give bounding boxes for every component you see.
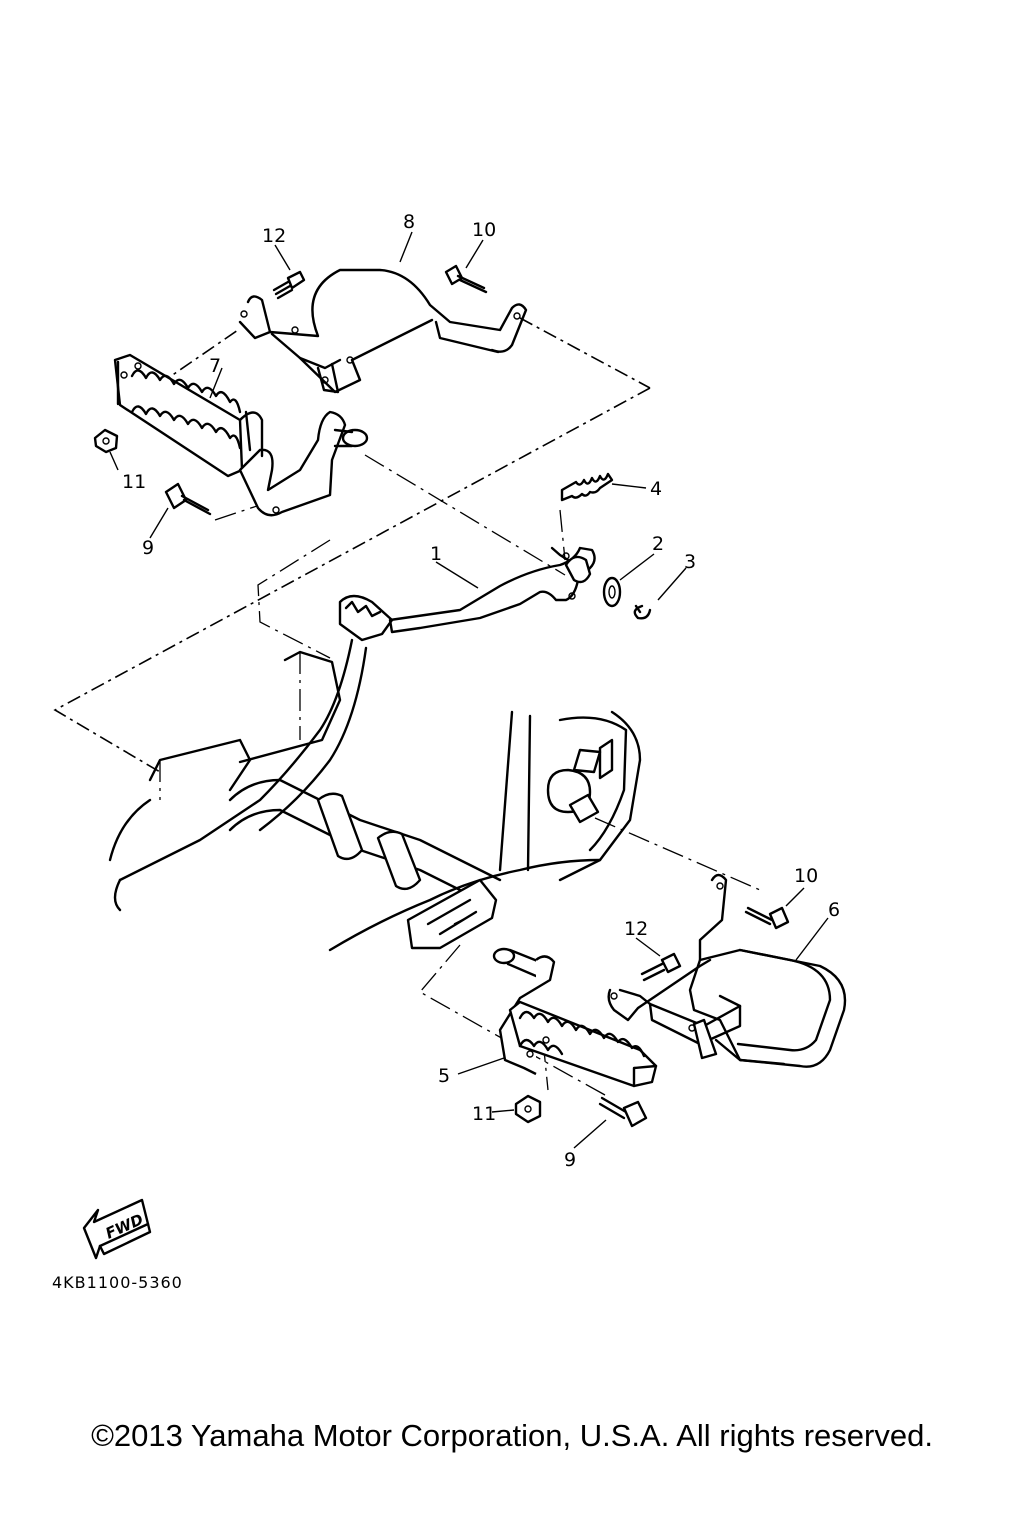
bolt-12-upper (272, 270, 306, 300)
callout-12-lower: 12 (624, 918, 648, 940)
callout-10-upper: 10 (472, 219, 496, 241)
callout-9-lower: 9 (564, 1149, 576, 1171)
callout-4: 4 (650, 478, 662, 500)
circlip-part (633, 604, 652, 620)
callout-9-upper: 9 (142, 537, 154, 559)
bolt-9-lower (598, 1096, 648, 1128)
footpeg-mount-left (238, 410, 369, 517)
callout-5: 5 (438, 1065, 450, 1087)
copyright-notice: ©2013 Yamaha Motor Corporation, U.S.A. A… (91, 1418, 933, 1453)
footpeg-lower (492, 947, 658, 1088)
callout-10-lower: 10 (794, 865, 818, 887)
callout-7: 7 (209, 355, 221, 377)
callout-6: 6 (828, 899, 840, 921)
frame-assembly (108, 638, 642, 952)
callout-leaders (109, 231, 829, 1149)
nut-11-upper (93, 428, 119, 454)
guide-lines (53, 317, 761, 1096)
bolt-10-lower (744, 906, 790, 930)
callout-1: 1 (430, 543, 442, 565)
callout-3: 3 (684, 551, 696, 573)
bolt-10-upper (444, 264, 488, 294)
diagram-code: 4KB1100-5360 (52, 1273, 183, 1292)
step-bracket-lower (607, 873, 847, 1068)
footpeg-left (113, 353, 244, 478)
callout-11-lower: 11 (472, 1103, 496, 1125)
callout-11-upper: 11 (122, 471, 146, 493)
callout-12-upper: 12 (262, 225, 286, 247)
nut-11-lower (514, 1094, 542, 1124)
bolt-9-upper (164, 482, 212, 516)
brake-pedal (338, 546, 596, 642)
forward-arrow-icon: FWD (82, 1198, 152, 1260)
step-bracket-upper (238, 268, 528, 394)
callout-2: 2 (652, 533, 664, 555)
washer-part (602, 576, 622, 608)
callout-8: 8 (403, 211, 415, 233)
callouts: 12 8 10 7 11 9 4 1 2 3 10 6 12 5 11 9 (122, 211, 840, 1171)
spring-part (560, 472, 614, 502)
bolt-12-lower (640, 952, 682, 982)
